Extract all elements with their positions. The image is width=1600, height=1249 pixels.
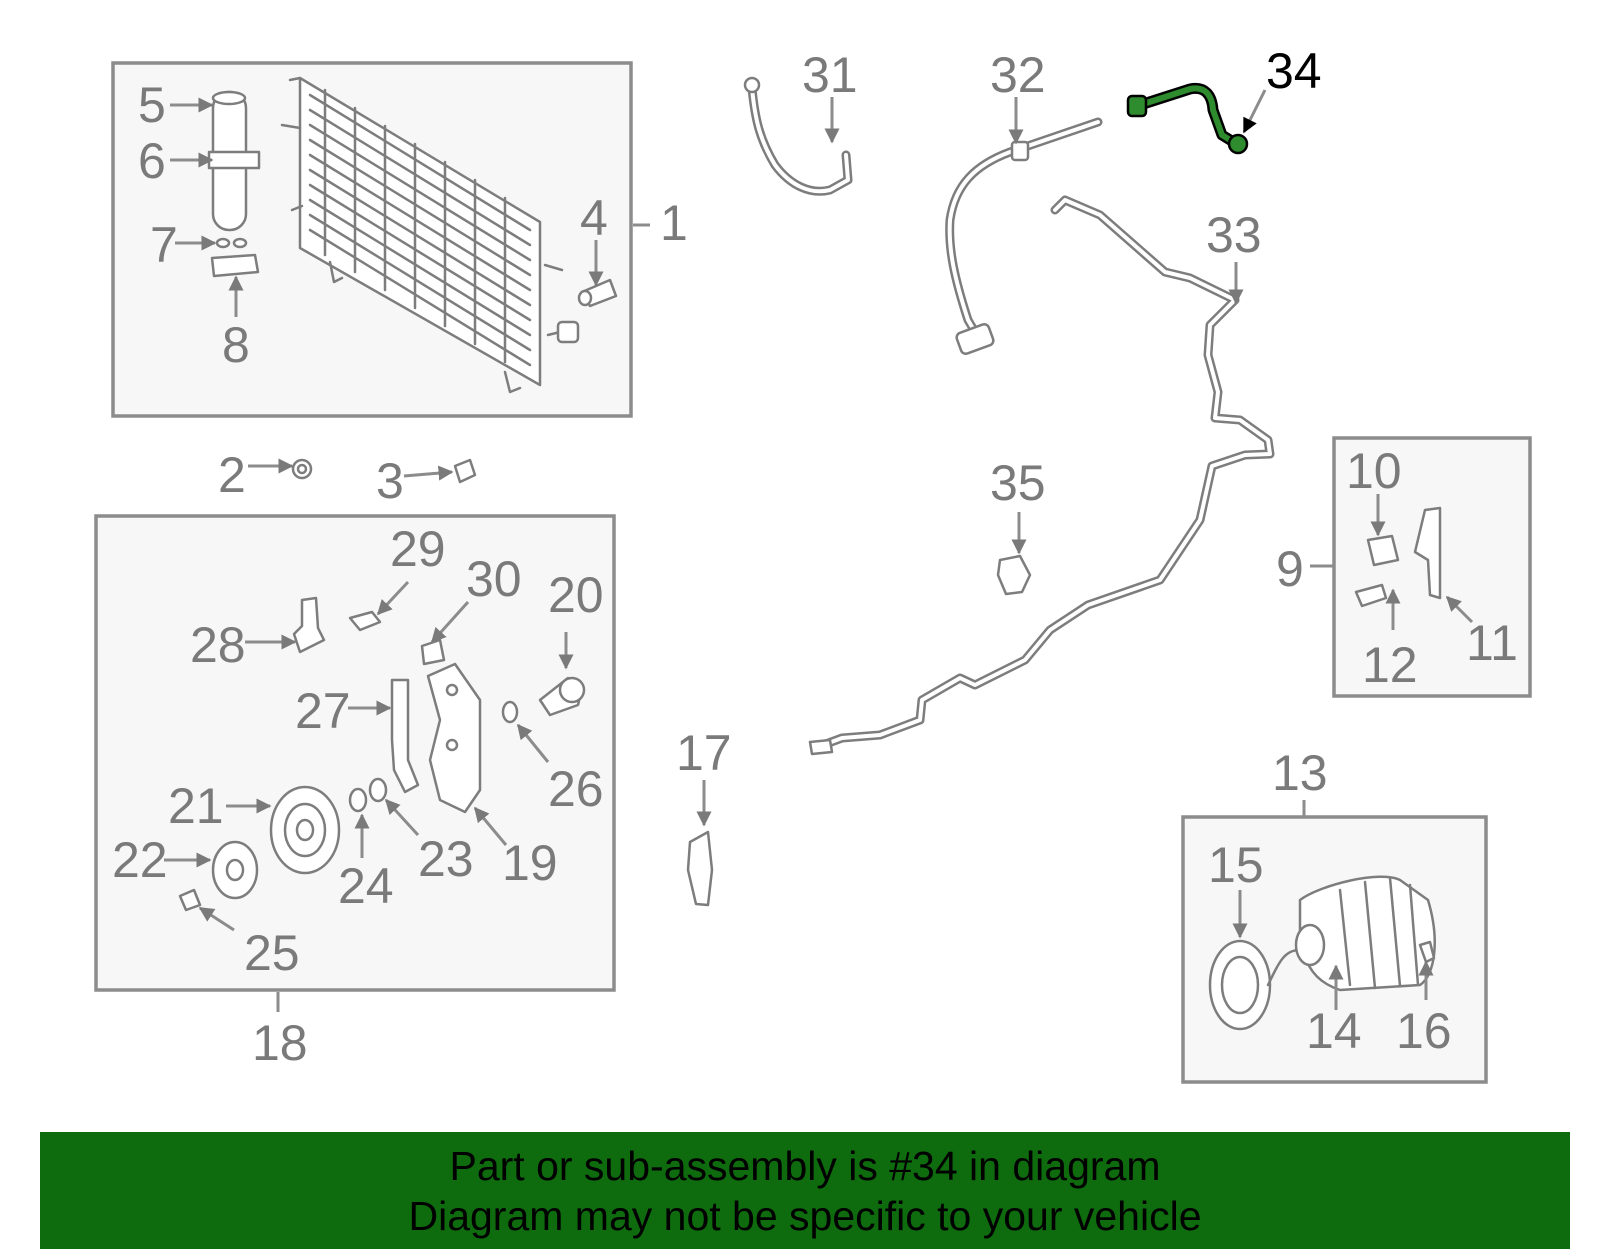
banner-line-part: Part or sub-assembly is #34 in diagram bbox=[449, 1142, 1161, 1189]
callout-12: 12 bbox=[1362, 637, 1418, 693]
part-14-compressor[interactable] bbox=[1298, 875, 1436, 992]
pressure-switch-end bbox=[577, 289, 593, 307]
part-10-switch[interactable] bbox=[1366, 534, 1400, 567]
part-23-bushing[interactable] bbox=[368, 777, 388, 803]
part-22-idler-hub bbox=[225, 858, 245, 882]
part-21-pulley-inner bbox=[283, 802, 327, 858]
hose-34-fill bbox=[1137, 85, 1238, 146]
callout-7: 7 bbox=[150, 217, 178, 273]
info-banner: Part or sub-assembly is #34 in diagram D… bbox=[40, 1132, 1570, 1249]
part-17-bracket[interactable] bbox=[686, 830, 714, 907]
callout-4: 4 bbox=[580, 190, 608, 246]
callout-32: 32 bbox=[990, 47, 1046, 103]
callout-10: 10 bbox=[1346, 443, 1402, 499]
callout-30: 30 bbox=[466, 551, 522, 607]
callout-15: 15 bbox=[1208, 837, 1264, 893]
callout-19: 19 bbox=[502, 835, 558, 891]
hose-34-fitting-b bbox=[1227, 133, 1249, 155]
callout-3: 3 bbox=[376, 453, 404, 509]
o-ring-7a[interactable] bbox=[215, 237, 231, 249]
callout-28: 28 bbox=[190, 617, 246, 673]
callout-29: 29 bbox=[390, 521, 446, 577]
hose-34-fitting-a bbox=[1126, 94, 1148, 118]
part-2-grommet-hole bbox=[296, 463, 308, 475]
condenser-frame bbox=[280, 76, 570, 394]
part-16-bolt[interactable] bbox=[1418, 940, 1436, 964]
callout-23: 23 bbox=[418, 831, 474, 887]
callout-2: 2 bbox=[218, 447, 246, 503]
callout-8: 8 bbox=[222, 317, 250, 373]
part-21-pulley-hub bbox=[295, 818, 315, 842]
callout-31: 31 bbox=[802, 47, 858, 103]
bracket-hole-a bbox=[445, 683, 459, 697]
callout-11: 11 bbox=[1466, 615, 1518, 671]
part-27-tensioner[interactable] bbox=[390, 678, 420, 794]
condenser-fins bbox=[308, 88, 532, 367]
part-19-bracket[interactable] bbox=[426, 662, 482, 814]
callout-21: 21 bbox=[168, 778, 224, 834]
callout-17: 17 bbox=[676, 725, 732, 781]
hose-31-fitting bbox=[743, 76, 761, 94]
hose-32-crimp bbox=[1010, 140, 1030, 162]
part-11-bracket[interactable] bbox=[1413, 506, 1442, 600]
banner-line-disclaimer: Diagram may not be specific to your vehi… bbox=[408, 1192, 1202, 1239]
hose-32-end bbox=[955, 323, 995, 355]
drier-mount[interactable] bbox=[210, 253, 260, 278]
callout-labels: 1 2 3 4 5 6 7 8 9 10 11 12 13 14 15 16 1… bbox=[112, 43, 1518, 1071]
part-26-washer[interactable] bbox=[501, 700, 519, 724]
callout-20: 20 bbox=[548, 567, 604, 623]
compressor-ribs bbox=[1338, 876, 1420, 990]
bracket-group-box bbox=[94, 514, 616, 992]
part-22-idler[interactable] bbox=[211, 840, 259, 900]
callout-16: 16 bbox=[1396, 1003, 1452, 1059]
condenser-group bbox=[111, 61, 650, 418]
bracket-group bbox=[94, 514, 616, 1012]
hose-31[interactable] bbox=[743, 76, 853, 196]
part-20-bolt-head bbox=[558, 676, 586, 704]
bracket-hole-b bbox=[445, 738, 459, 752]
part-35-clip[interactable] bbox=[996, 554, 1032, 596]
callout-18: 18 bbox=[252, 1015, 308, 1071]
callout-9: 9 bbox=[1276, 541, 1304, 597]
compressor-group bbox=[1181, 800, 1488, 1084]
callout-35: 35 bbox=[990, 455, 1046, 511]
callout-26: 26 bbox=[548, 761, 604, 817]
part-28-sensor[interactable] bbox=[292, 596, 326, 654]
part-3-clip[interactable] bbox=[453, 458, 477, 484]
part-2-grommet[interactable] bbox=[291, 458, 313, 480]
condenser-fitting bbox=[556, 320, 580, 344]
part-24-spacer[interactable] bbox=[348, 787, 368, 813]
switch-group bbox=[1310, 436, 1532, 698]
tube-33-end bbox=[808, 738, 834, 756]
leader-arrows bbox=[164, 89, 1474, 1010]
callout-24: 24 bbox=[338, 858, 394, 914]
callout-13: 13 bbox=[1272, 745, 1328, 801]
callout-27: 27 bbox=[295, 683, 351, 739]
callout-33: 33 bbox=[1206, 207, 1262, 263]
o-ring-7b[interactable] bbox=[232, 237, 248, 249]
callout-22: 22 bbox=[112, 832, 168, 888]
callout-14: 14 bbox=[1306, 1003, 1362, 1059]
part-15-clutch-inner bbox=[1220, 955, 1260, 1015]
receiver-drier-cap bbox=[211, 90, 247, 106]
drier-bracket[interactable] bbox=[207, 150, 261, 170]
hose-32[interactable] bbox=[945, 117, 1103, 355]
hose-34-highlighted[interactable] bbox=[1126, 82, 1249, 155]
compressor-nose bbox=[1294, 923, 1326, 967]
part-29-clip[interactable] bbox=[348, 610, 382, 632]
callout-34: 34 bbox=[1266, 43, 1322, 99]
tube-33[interactable] bbox=[808, 195, 1275, 756]
part-30-bracket[interactable] bbox=[420, 638, 446, 666]
callout-25: 25 bbox=[244, 925, 300, 981]
callout-1: 1 bbox=[660, 195, 688, 251]
callout-5: 5 bbox=[138, 77, 166, 133]
callout-6: 6 bbox=[138, 133, 166, 189]
part-25-nut[interactable] bbox=[178, 888, 202, 912]
